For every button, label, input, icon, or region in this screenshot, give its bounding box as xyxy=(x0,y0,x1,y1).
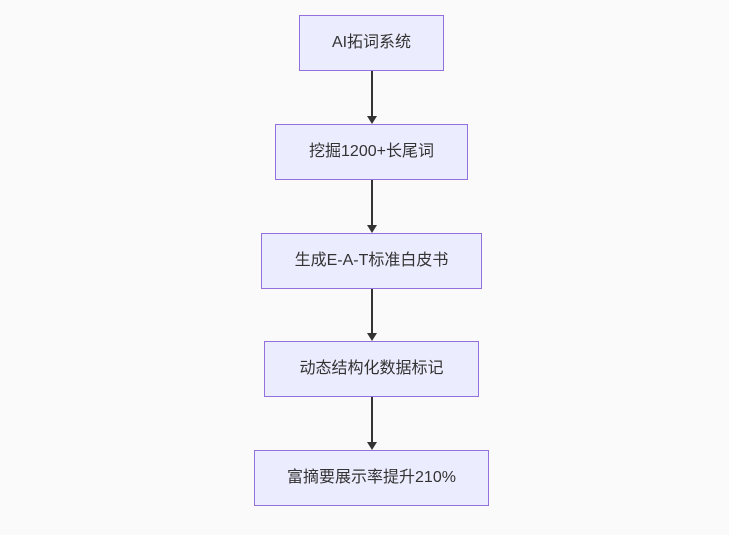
arrow-line xyxy=(370,180,373,226)
flowchart-node-step-4: 动态结构化数据标记 xyxy=(264,341,479,397)
flowchart-node-step-5: 富摘要展示率提升210% xyxy=(254,450,489,506)
flowchart-node-step-1: AI拓词系统 xyxy=(299,15,444,71)
flow-arrow-2-3 xyxy=(365,180,378,233)
flow-arrow-4-5 xyxy=(365,397,378,450)
arrow-line xyxy=(370,397,373,443)
arrow-line xyxy=(370,71,373,117)
flow-arrow-3-4 xyxy=(365,289,378,341)
arrowhead-down-icon xyxy=(366,333,377,341)
flow-arrow-1-2 xyxy=(365,71,378,124)
arrowhead-down-icon xyxy=(366,116,377,124)
arrow-line xyxy=(370,289,373,334)
arrowhead-down-icon xyxy=(366,225,377,233)
flowchart-node-step-2: 挖掘1200+长尾词 xyxy=(275,124,468,180)
flowchart-node-step-3: 生成E-A-T标准白皮书 xyxy=(261,233,482,289)
arrowhead-down-icon xyxy=(366,442,377,450)
